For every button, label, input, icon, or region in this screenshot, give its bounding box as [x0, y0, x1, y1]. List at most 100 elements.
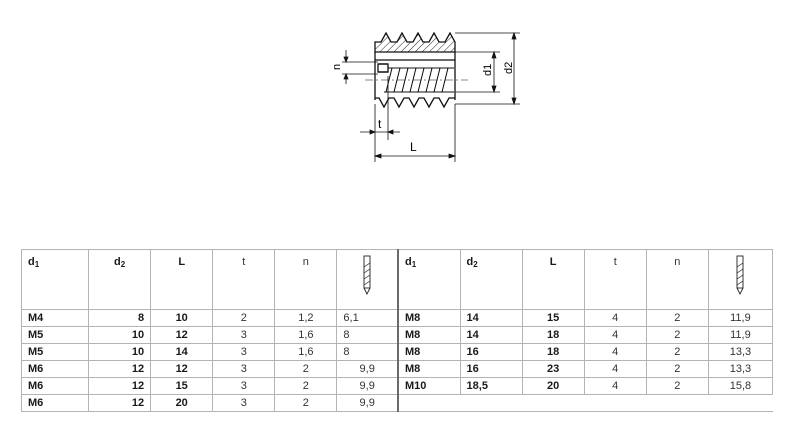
table-row: M6 12 20 3 2 9,9: [20, 394, 773, 412]
label-d1: d1: [482, 64, 494, 76]
cell-drill: 11,9: [707, 309, 774, 327]
cell-L: 18: [521, 326, 585, 344]
cell-n: 1,6: [274, 326, 338, 344]
cell-t: 4: [583, 309, 647, 327]
cell-drill: 6,1: [336, 309, 399, 327]
dimension-d2: [455, 31, 520, 106]
header-L-right: L: [521, 249, 585, 310]
threaded-insert-drawing: n t L d1 d2: [331, 31, 520, 162]
upper-wall-section: [374, 31, 456, 53]
drill-icon: [363, 255, 371, 295]
cell-n: 2: [274, 377, 338, 395]
table-row: M4 8 10 2 1,2 6,1 M8 14 15 4 2 11,9: [20, 309, 774, 327]
drill-icon: [736, 255, 744, 295]
header-drill-left: [336, 249, 399, 310]
empty-cell: [708, 394, 773, 412]
cell-d1: M8: [397, 360, 461, 378]
cell-t: 3: [212, 326, 276, 344]
header-t-right: t: [583, 249, 647, 310]
cell-d2: 14: [459, 326, 523, 344]
header-d1-left: d1: [20, 249, 90, 310]
cell-t: 4: [583, 343, 647, 361]
header-row: d1 d2 L t n d1 d2 L t n: [20, 249, 774, 310]
empty-cell: [646, 394, 709, 412]
cell-d2: 12: [88, 394, 152, 412]
cell-d1: M5: [20, 326, 90, 344]
cell-d1: M8: [397, 309, 461, 327]
cell-L: 12: [150, 360, 214, 378]
cell-d1: M6: [20, 360, 90, 378]
table-row: M5 10 14 3 1,6 8 M8 16 18 4 2 13,3: [20, 343, 774, 361]
cell-t: 3: [212, 377, 276, 395]
cell-L: 14: [150, 343, 214, 361]
cell-n: 2: [274, 360, 338, 378]
dimension-L: [373, 104, 457, 162]
cell-n: 2: [645, 377, 709, 395]
header-drill-right: [707, 249, 774, 310]
cell-L: 20: [521, 377, 585, 395]
cell-t: 4: [583, 326, 647, 344]
cell-t: 2: [212, 309, 276, 327]
cell-drill: 13,3: [707, 343, 774, 361]
empty-cell: [460, 394, 523, 412]
label-L: L: [410, 140, 417, 154]
cell-d1: M10: [397, 377, 461, 395]
empty-cell: [584, 394, 647, 412]
header-t-left: t: [212, 249, 276, 310]
cell-L: 15: [150, 377, 214, 395]
cell-d2: 16: [459, 343, 523, 361]
cell-t: 4: [583, 360, 647, 378]
cell-L: 10: [150, 309, 214, 327]
table-row: M6 12 15 3 2 9,9 M10 18,5 20 4 2 15,8: [20, 377, 774, 395]
cell-d2: 14: [459, 309, 523, 327]
cell-n: 2: [645, 360, 709, 378]
cell-d2: 8: [88, 309, 152, 327]
header-d2-right: d2: [459, 249, 523, 310]
cell-t: 3: [212, 360, 276, 378]
cell-drill: 13,3: [707, 360, 774, 378]
dimension-n: [342, 50, 378, 84]
cell-L: 12: [150, 326, 214, 344]
cell-d2: 10: [88, 326, 152, 344]
cell-d2: 12: [88, 360, 152, 378]
dimensions-table: d1 d2 L t n d1 d2 L t n: [20, 249, 774, 414]
cell-n: 2: [274, 394, 338, 412]
cell-drill: 11,9: [707, 326, 774, 344]
empty-cell: [522, 394, 585, 412]
cell-d1: M8: [397, 343, 461, 361]
cell-d2: 10: [88, 343, 152, 361]
cell-t: 4: [583, 377, 647, 395]
insert-body: [374, 52, 456, 109]
dimension-t: [360, 76, 400, 140]
cell-d1: M6: [20, 394, 90, 412]
cell-n: 2: [645, 343, 709, 361]
cell-L: 23: [521, 360, 585, 378]
header-n-left: n: [274, 249, 338, 310]
dimensions-grid: d1 d2 L t n d1 d2 L t n: [20, 249, 774, 412]
cell-drill: 8: [336, 343, 399, 361]
cell-t: 3: [212, 343, 276, 361]
cell-n: 1,2: [274, 309, 338, 327]
label-n: n: [331, 64, 343, 70]
cell-d1: M6: [20, 377, 90, 395]
header-d2-left: d2: [88, 249, 152, 310]
cell-drill: 15,8: [707, 377, 774, 395]
empty-cell: [397, 394, 461, 412]
cell-d1: M4: [20, 309, 90, 327]
cell-n: 2: [645, 309, 709, 327]
cell-drill: 9,9: [336, 377, 399, 395]
cell-d2: 12: [88, 377, 152, 395]
cell-L: 15: [521, 309, 585, 327]
table-row: M5 10 12 3 1,6 8 M8 14 18 4 2 11,9: [20, 326, 774, 344]
header-L-left: L: [150, 249, 214, 310]
cell-d1: M8: [397, 326, 461, 344]
cell-n: 2: [645, 326, 709, 344]
header-d1-right: d1: [397, 249, 461, 310]
cell-t: 3: [212, 394, 276, 412]
cell-drill: 9,9: [336, 394, 399, 412]
header-n-right: n: [645, 249, 709, 310]
cell-drill: 9,9: [336, 360, 399, 378]
cell-d2: 16: [459, 360, 523, 378]
cell-d1: M5: [20, 343, 90, 361]
label-d2: d2: [503, 62, 515, 74]
